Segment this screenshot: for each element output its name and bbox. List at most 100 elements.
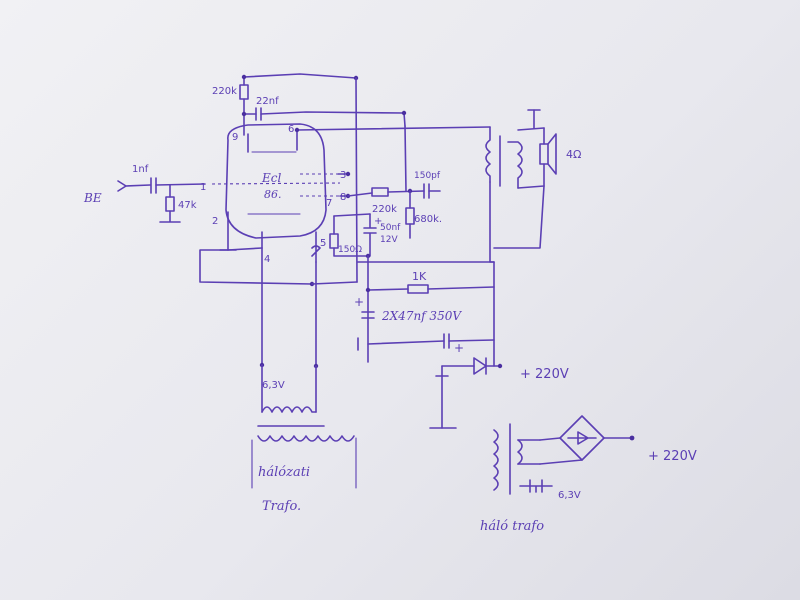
bridge-voltage-label: + 220V (648, 449, 697, 464)
cathode-bottom-wire (333, 247, 369, 257)
heater-voltage-label: 6,3V (262, 380, 285, 391)
cathode-c-label: 50nf (380, 223, 401, 233)
pin6-to-transformer (296, 126, 491, 131)
grid-wire (155, 183, 206, 186)
input-wire (125, 184, 151, 187)
input-arrow (117, 180, 127, 192)
filter-cap-label: 2X47nf 350V (381, 309, 462, 323)
cathode-network (329, 213, 377, 259)
feedback-resistor (239, 84, 249, 100)
tube-type-label: Ecl (261, 171, 281, 185)
input-label: BE (83, 191, 102, 205)
node (241, 74, 247, 80)
aux-winding (519, 479, 553, 493)
mains-trafo-label-1: hálózati (258, 465, 310, 480)
r680-up-wire (404, 125, 407, 192)
labels: BE 47k 1nf 1 2 3 4 6 5 7 8 9 Ecl 86. 220… (83, 86, 697, 534)
node (294, 127, 300, 133)
tube-num-label: 86. (264, 188, 282, 201)
output-primary-coil (485, 126, 491, 183)
left-loop-wire (199, 247, 313, 285)
feedback-return (493, 185, 545, 249)
heater-winding-leads (261, 364, 317, 413)
grid-leak-label: 47k (178, 200, 197, 211)
net-trafo-label: háló trafo (480, 519, 544, 534)
input-capacitor (150, 177, 157, 194)
tube-envelope (225, 123, 327, 239)
pin5-heater-lead (311, 231, 321, 263)
mains-trafo-label-2: Trafo. (262, 499, 301, 514)
pin9-label: 9 (232, 132, 238, 143)
pin1-label: 1 (200, 182, 206, 193)
pin4-label: 4 (264, 254, 270, 265)
r1k-wire-a (367, 288, 409, 291)
speaker-top-wire (517, 127, 545, 131)
pin3-label: 3 (340, 170, 346, 181)
pin7-label: 7 (326, 198, 332, 209)
input-section (117, 177, 206, 223)
r1k-label: 1K (412, 270, 427, 283)
net-secondary-coil (517, 439, 523, 465)
node (241, 111, 247, 117)
bridge-in-a (539, 437, 561, 441)
r1k-resistor (407, 284, 429, 294)
grid-leak-ground (159, 210, 181, 223)
r-mid-wire-a (347, 192, 373, 197)
feedback-c-label: 22nf (256, 96, 279, 107)
pin2-label: 2 (212, 216, 218, 227)
cathode-top-wire (333, 213, 371, 217)
output-secondary-coil (507, 141, 523, 189)
loop-to-feedback (311, 281, 358, 285)
feedback-r-label: 220k (212, 86, 237, 97)
plus-sign-b: + (454, 341, 464, 355)
r680-label: 680k. (414, 214, 442, 225)
net-primary-coil (493, 429, 499, 491)
grid-leak-resistor (165, 196, 175, 212)
bridge-in-b (539, 459, 583, 465)
speaker-cone (547, 133, 557, 175)
anode-wiring (294, 125, 491, 239)
node (365, 287, 371, 293)
bridge-diode (567, 431, 597, 445)
supply-terminal (629, 435, 635, 441)
fb-down-wire (355, 77, 358, 283)
aux-voltage-label: 6,3V (558, 490, 581, 501)
power-supply (357, 255, 503, 429)
supply-voltage-label: + 220V (520, 367, 569, 382)
mains-trafo-box (251, 437, 357, 489)
plus-sign-a: + (354, 295, 364, 309)
mains-primary-coil (257, 435, 355, 442)
speaker-icon (539, 143, 549, 165)
filter-cap-2-wire (448, 339, 495, 342)
cathode-resistor (329, 233, 339, 249)
output-primary-return (489, 181, 495, 263)
mid-r-label: 220k (372, 204, 397, 215)
node (401, 110, 407, 116)
net-secondary-leads (517, 439, 541, 465)
mid-c-label: 150pf (414, 171, 441, 181)
feedback-network (239, 73, 407, 283)
fb-cap-wire-b (260, 111, 405, 115)
supply-node (497, 363, 503, 369)
pin6-label: 6 (288, 124, 294, 135)
speaker-label: 4Ω (566, 148, 581, 161)
tube-pentode-grids (300, 173, 340, 197)
heater-wiring (199, 247, 358, 489)
cathode-capacitor (363, 213, 377, 257)
rectifier-diode (473, 357, 487, 375)
cathode-r-label: 150Ω (338, 245, 362, 255)
pin8-label: 8 (340, 192, 346, 203)
node (345, 171, 351, 177)
cathode-c-plus: + (374, 216, 382, 227)
fb-top-wire (243, 73, 357, 79)
mid-resistor (371, 187, 389, 197)
filter-cap-1 (361, 311, 375, 319)
r1k-wire-b (427, 286, 495, 290)
supply-tick (435, 365, 449, 377)
cathode-c-voltage: 12V (380, 235, 398, 245)
ground-wire (357, 337, 445, 351)
r680-resistor (405, 207, 415, 225)
input-cap-label: 1nf (132, 164, 149, 175)
